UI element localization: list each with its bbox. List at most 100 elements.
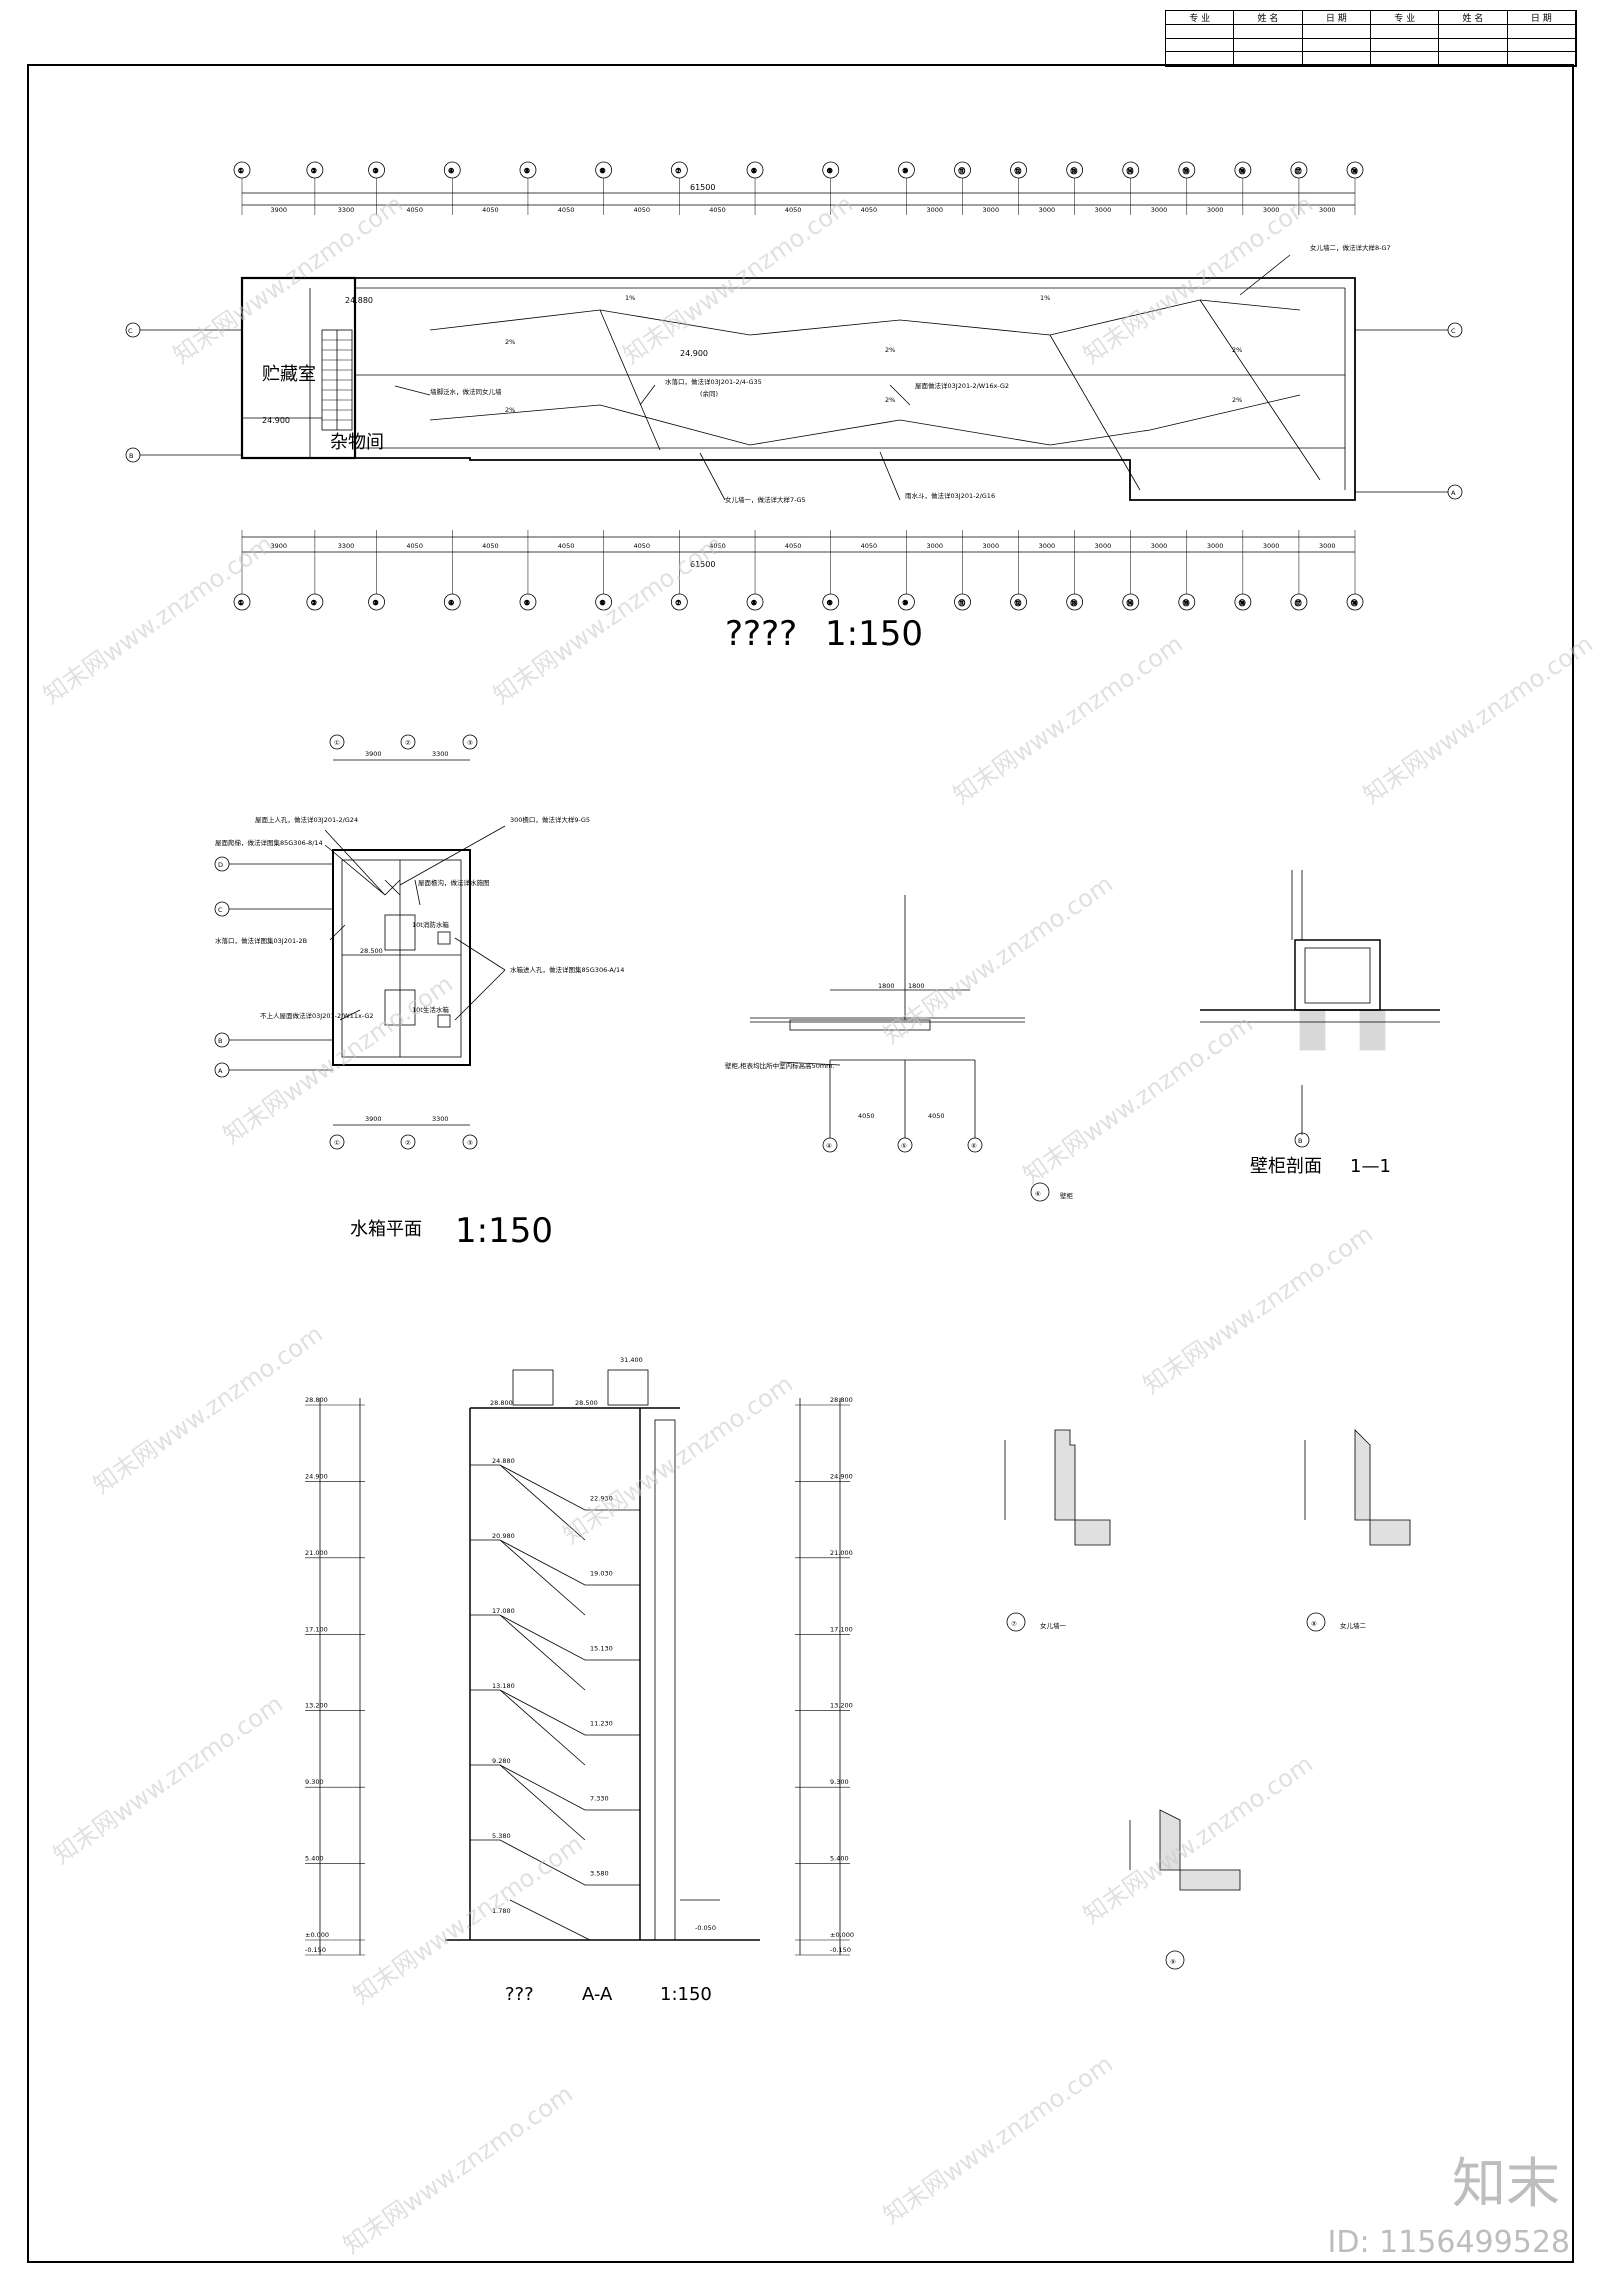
tank-note: 屋面檐沟，做法详水施图 — [418, 878, 490, 887]
tb-header: 专 业 — [1166, 11, 1235, 25]
axis-label: ⑨ — [827, 599, 833, 607]
sec11-title: 壁柜剖面 — [1250, 1156, 1322, 1177]
sheet-frame — [27, 64, 1574, 2263]
d6-dim: 4050 — [928, 1112, 945, 1120]
level-label: 17.100 — [830, 1625, 853, 1633]
axis-label: ④ — [448, 599, 454, 607]
detail-6-cabinet — [750, 895, 1050, 1202]
dimension-label: 3000 — [926, 206, 943, 214]
level-label: 5.400 — [830, 1855, 849, 1863]
stair-level-label: 17.080 — [492, 1607, 515, 1615]
stair-elevation: 24.880 — [345, 296, 373, 305]
stair-level-label: 11.230 — [590, 1720, 613, 1728]
stair-level-label: 3.580 — [590, 1870, 609, 1878]
dimension-label: 4050 — [406, 542, 423, 550]
dimension-label: 4050 — [558, 542, 575, 550]
section-a-a — [319, 1369, 841, 1955]
axis-label: ⑱ — [1351, 599, 1358, 607]
axis-label: ⑨ — [827, 167, 833, 175]
dimension-label: 3300 — [338, 206, 355, 214]
dimension-label: 3900 — [270, 542, 287, 550]
axis-label: ④ — [448, 167, 454, 175]
tank-row-a: A — [218, 1067, 223, 1075]
d6-note: 壁柜,柜表均比所中室内标高高50mm. — [725, 1061, 835, 1070]
roof-note-same: (余同) — [700, 389, 718, 398]
dimension-label: 4050 — [709, 206, 726, 214]
room-utility: 杂物间 — [330, 432, 384, 453]
level-label: -0.150 — [830, 1946, 851, 1954]
roof-note-downspout: 雨水斗，做法详03J201-2/G16 — [905, 491, 995, 500]
tank-domestic: 10t生活水箱 — [412, 1005, 449, 1014]
tb-cell — [1302, 52, 1371, 66]
d6-axis: ⑥ — [971, 1142, 977, 1150]
dimension-label: 3000 — [1095, 542, 1112, 550]
roof-note-flashing: 墙脚泛水，做法同女儿墙 — [430, 387, 502, 396]
dimension-label: 3000 — [1319, 542, 1336, 550]
dimension-label: 4050 — [634, 542, 651, 550]
tank-fire: 10t消防水箱 — [412, 920, 449, 929]
title-block: 专 业 姓 名 日 期 专 业 姓 名 日 期 — [1165, 10, 1577, 67]
axis-label: ② — [311, 167, 317, 175]
parapet-details-text: ⑦ 女儿墙一 ⑧ 女儿墙二 ⑨ — [1011, 1620, 1367, 1966]
dimension-label: 4050 — [482, 542, 499, 550]
tank-row-b: B — [218, 1037, 222, 1045]
dimension-label: 3000 — [926, 542, 943, 550]
tank-row-d: D — [218, 861, 223, 869]
axis-label: ⑪ — [959, 599, 966, 607]
tb-cell — [1507, 52, 1576, 66]
row-label-c: C — [128, 327, 133, 335]
d6-dim: 1800 — [908, 982, 925, 990]
tb-cell — [1439, 52, 1508, 66]
axis-label: ⑫ — [1015, 167, 1022, 175]
aa-title: ??? — [505, 1984, 534, 2005]
slope-label: 1% — [1040, 294, 1050, 302]
tb-cell — [1439, 25, 1508, 39]
slope-label: 1% — [625, 294, 635, 302]
dimension-label: 4050 — [785, 542, 802, 550]
axis-label: ⑭ — [1127, 167, 1134, 175]
slope-label: 2% — [505, 406, 515, 414]
axis-label: ⑫ — [1015, 599, 1022, 607]
tb-cell — [1302, 25, 1371, 39]
d6-caption: 壁柜 — [1060, 1191, 1074, 1200]
aa-label: A-A — [582, 1984, 613, 2005]
row-label-a: A — [1451, 489, 1456, 497]
tank-plan-title: 水箱平面 — [350, 1219, 422, 1240]
sec11-number: 1—1 — [1350, 1156, 1391, 1177]
tb-header: 日 期 — [1302, 11, 1371, 25]
roof-note-parapet1: 女儿墙一，做法详大样7-G5 — [725, 495, 806, 504]
axis-label: ⑤ — [524, 167, 530, 175]
axis-label: ⑧ — [751, 167, 757, 175]
water-tank-plan-text: ① ② ③ ① ② ③ D C B A 3900 3300 3900 3300 … — [215, 739, 624, 1251]
dimension-label: 3000 — [1319, 206, 1336, 214]
tank-axis-2-bottom: ② — [405, 1139, 411, 1147]
tank-axis-2: ② — [405, 739, 411, 747]
axis-label: ① — [238, 167, 244, 175]
level-label: 21.000 — [830, 1549, 853, 1557]
room-storage: 贮藏室 — [262, 364, 316, 385]
tb-cell — [1234, 25, 1303, 39]
slope-label: 2% — [885, 346, 895, 354]
dimension-label: 3300 — [338, 542, 355, 550]
roof-note-parapet2: 女儿墙二，做法详大样8-G7 — [1310, 243, 1391, 252]
d9-label: ⑨ — [1170, 1958, 1176, 1966]
tb-cell — [1371, 52, 1440, 66]
roof-plan-text: 61500 61500 贮藏室 杂物间 24.900 24.900 24.880… — [128, 183, 1456, 654]
dimension-label: 4050 — [558, 206, 575, 214]
tank-dim: 3300 — [432, 1115, 449, 1123]
section-aa-stair-levels: 24.88022.93020.98019.03017.08015.13013.1… — [492, 1457, 613, 1915]
level-label: 9.300 — [305, 1778, 324, 1786]
dimension-label: 3000 — [1207, 206, 1224, 214]
axis-label: ⑰ — [1295, 599, 1302, 607]
axis-label: ③ — [373, 167, 379, 175]
section-aa-levels-left: 28.80024.90021.00017.10013.2009.3005.400… — [305, 1396, 365, 1956]
stair-level-label: 24.880 — [492, 1457, 515, 1465]
dimension-label: 3000 — [1263, 206, 1280, 214]
axis-label: ⑥ — [600, 599, 606, 607]
tb-cell — [1166, 38, 1235, 53]
tank-note: 屋面爬梯，做法详图集85G306-8/14 — [215, 838, 323, 847]
level-label: ±0.000 — [830, 1931, 854, 1939]
level-label: ±0.000 — [305, 1931, 329, 1939]
